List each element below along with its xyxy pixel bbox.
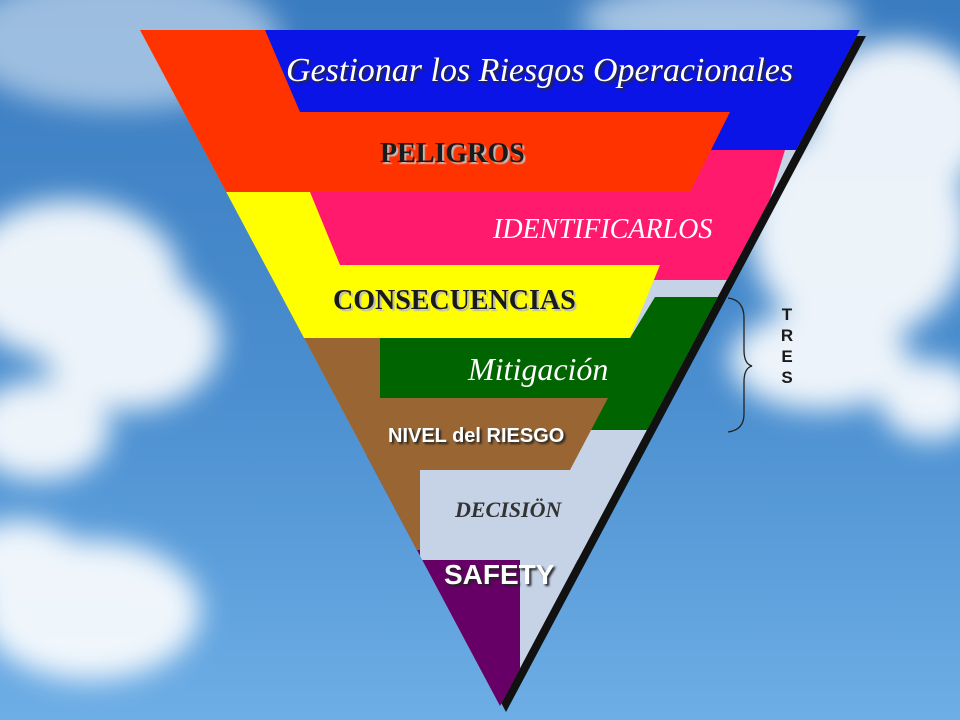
layer-decision [420, 470, 640, 560]
tres-letter: S [781, 368, 793, 387]
layer-magenta [300, 150, 785, 280]
tres-bracket [727, 297, 753, 433]
layer-label-consecuencias: CONSECUENCIAS [333, 285, 576, 316]
tres-letter: E [781, 347, 793, 366]
layer-label-safety: SAFETY [444, 559, 555, 590]
tres-letter: R [780, 326, 794, 345]
layer-red [140, 30, 730, 192]
layer-label-identificarlos: IDENTIFICARLOS [493, 214, 713, 245]
tres-vertical-label: T R E S [776, 304, 798, 388]
goal-title: Gestionar los Riesgos Operacionales [286, 52, 794, 89]
layer-label-peligros: PELIGROS [380, 138, 525, 169]
layer-green [370, 297, 720, 430]
layer-label-mitigacion: Mitigación [468, 351, 609, 387]
layer-label-nivel-riesgo: NIVEL del RIESGO [388, 425, 565, 447]
layer-label-decision: DECISIÖN [455, 497, 562, 522]
tres-letter: T [781, 305, 793, 324]
